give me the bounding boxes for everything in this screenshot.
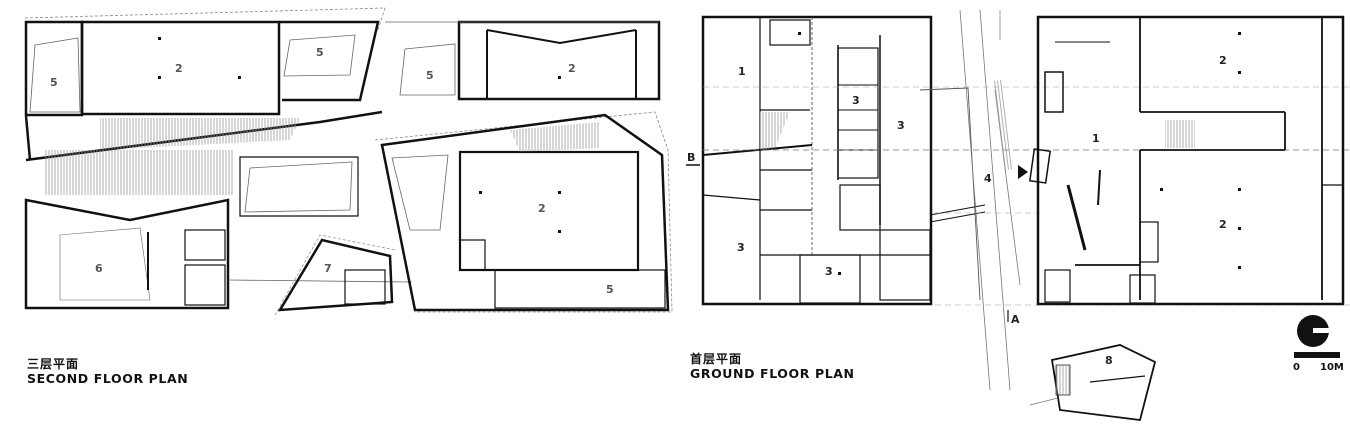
second-floor-plan [24,7,673,316]
section-marker-b: B [687,151,695,164]
ground-floor-title-zh: 首层平面 [690,352,743,366]
scale-end-label: 10M [1320,362,1344,373]
svg-text:2: 2 [538,202,546,215]
north-arrow-icon [1297,315,1330,347]
svg-text:6: 6 [95,262,103,275]
second-floor-title-zh: 三层平面 [27,357,80,371]
svg-text:3: 3 [825,265,833,278]
svg-text:5: 5 [316,46,324,59]
svg-text:8: 8 [1105,354,1113,367]
svg-text:3: 3 [737,241,745,254]
ground-floor-caption: 首层平面 GROUND FLOOR PLAN [690,352,855,381]
svg-text:7: 7 [324,262,332,275]
svg-text:2: 2 [1219,54,1227,67]
section-marker-a: A [1011,313,1020,326]
scale-start-label: 0 [1293,362,1300,373]
ground-floor-plan [686,9,1350,421]
second-floor-caption: 三层平面 SECOND FLOOR PLAN [27,357,188,386]
svg-text:3: 3 [897,119,905,132]
entrance-arrow-icon [1018,165,1028,179]
svg-text:5: 5 [606,283,614,296]
svg-text:1: 1 [1092,132,1100,145]
svg-text:2: 2 [175,62,183,75]
scale-bar [1294,352,1340,358]
svg-text:5: 5 [50,76,58,89]
ground-floor-title-en: GROUND FLOOR PLAN [690,366,855,381]
second-floor-room-labels: 5 2 5 5 2 2 6 7 5 [50,46,614,296]
svg-text:2: 2 [568,62,576,75]
svg-text:3: 3 [852,94,860,107]
svg-text:2: 2 [1219,218,1227,231]
svg-text:1: 1 [738,65,746,78]
svg-text:5: 5 [426,69,434,82]
svg-text:4: 4 [984,172,992,185]
ground-floor-room-labels: 1 3 3 4 3 3 1 2 2 8 B A [687,54,1227,367]
second-floor-title-en: SECOND FLOOR PLAN [27,371,189,386]
